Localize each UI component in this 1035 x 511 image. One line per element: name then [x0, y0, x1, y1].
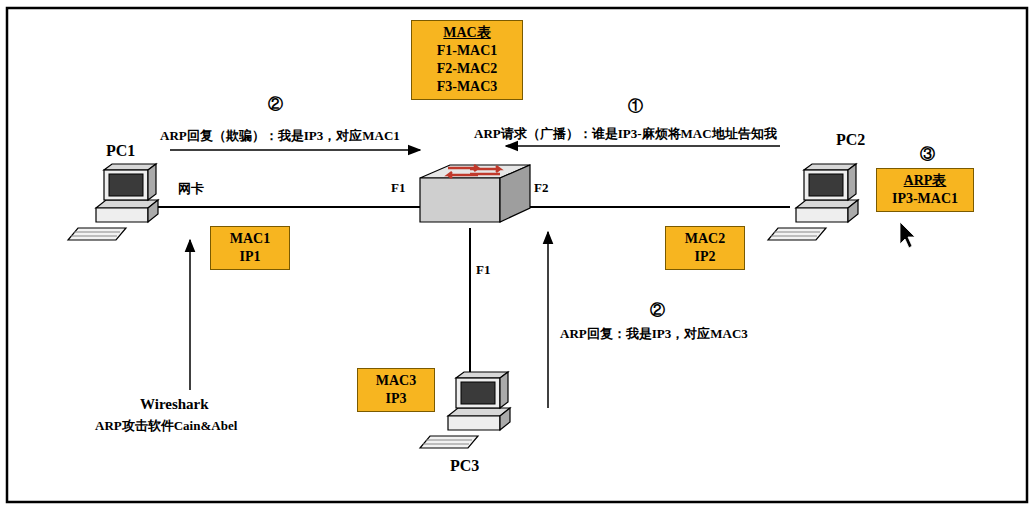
port-label: F1	[391, 180, 405, 196]
box-text: MAC2	[675, 230, 735, 248]
box-text: IP1	[220, 248, 280, 266]
box-text: IP3	[367, 390, 425, 408]
table-heading: MAC表	[421, 24, 513, 42]
pc-name: PC1	[106, 143, 135, 159]
pc-name: PC3	[450, 458, 479, 474]
message-text: ARP回复（欺骗）：我是IP3，对应MAC1	[160, 128, 400, 144]
box-text: IP2	[675, 248, 735, 266]
message-text: ARP回复：我是IP3，对应MAC3	[560, 326, 748, 342]
callout-number: ②	[268, 96, 283, 112]
box-text: F1-MAC1	[421, 42, 513, 60]
port-label: 网卡	[178, 181, 204, 197]
info-box: ARP表IP3-MAC1	[876, 168, 974, 212]
cable	[469, 228, 471, 372]
frame	[7, 8, 1027, 502]
pc-icon	[68, 164, 158, 240]
pc-name: PC2	[836, 132, 865, 148]
message-text: ARP请求（广播）：谁是IP3-麻烦将MAC地址告知我	[474, 126, 777, 142]
tool-arrow	[189, 240, 191, 390]
port-label: F1	[476, 262, 490, 278]
tool-name: ARP攻击软件Cain&Abel	[95, 418, 237, 434]
message-arrow	[547, 232, 549, 408]
info-box: MAC3IP3	[357, 368, 435, 412]
message-arrow	[170, 149, 420, 151]
cable	[528, 206, 790, 208]
table-heading: ARP表	[886, 172, 964, 190]
info-box: MAC2IP2	[665, 226, 745, 270]
box-text: IP3-MAC1	[886, 190, 964, 208]
box-text: MAC1	[220, 230, 280, 248]
switch-icon	[420, 165, 530, 222]
tool-name: Wireshark	[140, 396, 209, 412]
callout-number: ②	[650, 302, 665, 318]
callout-number: ①	[628, 98, 643, 114]
message-arrow	[506, 145, 780, 147]
box-text: F2-MAC2	[421, 60, 513, 78]
box-text: F3-MAC3	[421, 78, 513, 96]
pc-icon	[768, 164, 858, 240]
callout-number: ③	[920, 146, 935, 162]
mouse-cursor	[900, 222, 915, 248]
info-box: MAC表F1-MAC1F2-MAC2F3-MAC3	[411, 20, 523, 100]
port-label: F2	[534, 180, 548, 196]
info-box: MAC1IP1	[210, 226, 290, 270]
cable	[150, 206, 422, 208]
box-text: MAC3	[367, 372, 425, 390]
